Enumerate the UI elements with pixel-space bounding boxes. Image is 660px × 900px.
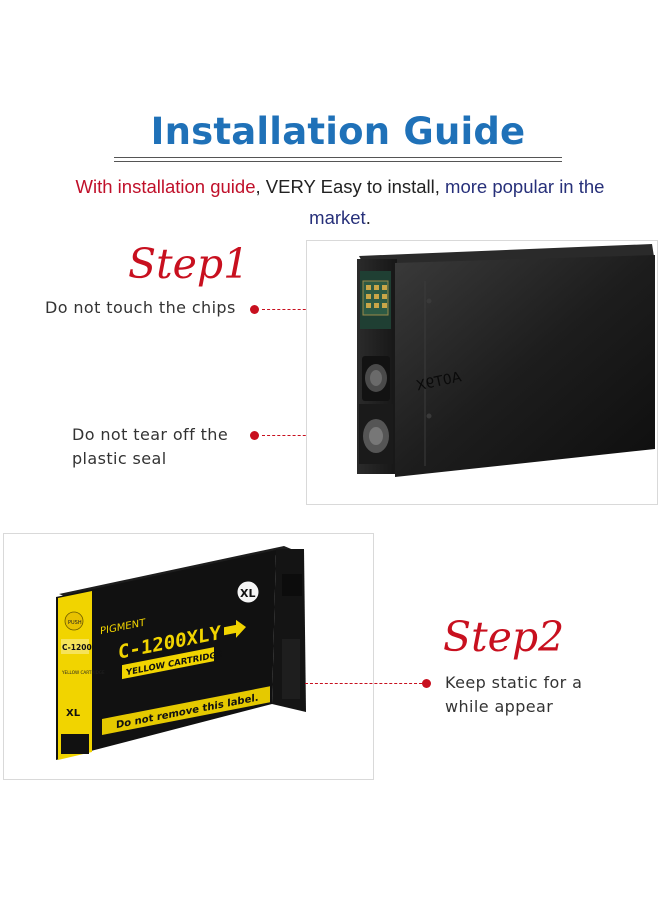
push-label: PUSH	[68, 620, 82, 626]
callout-seal-text: Do not tear off the plastic seal	[72, 425, 229, 468]
side-xl-label: XL	[66, 708, 81, 719]
step2-title: Step2	[443, 613, 565, 661]
yellow-cartridge-image: PUSH C-1200 YELLOW CARTRIDGE XL PIGMENT …	[4, 534, 373, 779]
callout-chips-dot	[250, 305, 259, 314]
callout-static-text: Keep static for a while appear	[445, 673, 583, 716]
step1-cartridge-photo: A0T9X	[306, 240, 658, 505]
subtitle-highlight: With installation guide	[75, 176, 256, 197]
callout-static-dot	[422, 679, 431, 688]
subtitle: With installation guide, VERY Easy to in…	[60, 171, 620, 233]
subtitle-emphasis: more popular in the market	[309, 176, 605, 228]
page-title: Installation Guide	[150, 110, 526, 153]
callout-seal-dot	[250, 431, 259, 440]
xl-badge: XL	[240, 587, 256, 600]
black-cartridge-image: A0T9X	[307, 241, 657, 504]
title-underline-second	[114, 161, 562, 162]
callout-chips-text: Do not touch the chips	[45, 298, 236, 317]
title-underline	[114, 157, 562, 158]
side-model-label: C-1200	[62, 643, 92, 652]
subtitle-end: .	[365, 207, 371, 228]
subtitle-middle: , VERY Easy to install,	[255, 176, 446, 197]
side-color-label: YELLOW CARTRIDGE	[61, 670, 105, 675]
callout-static-leader	[305, 683, 422, 684]
step1-title: Step1	[128, 240, 250, 288]
step2-cartridge-photo: PUSH C-1200 YELLOW CARTRIDGE XL PIGMENT …	[3, 533, 374, 780]
arrow-right-icon	[224, 619, 246, 638]
